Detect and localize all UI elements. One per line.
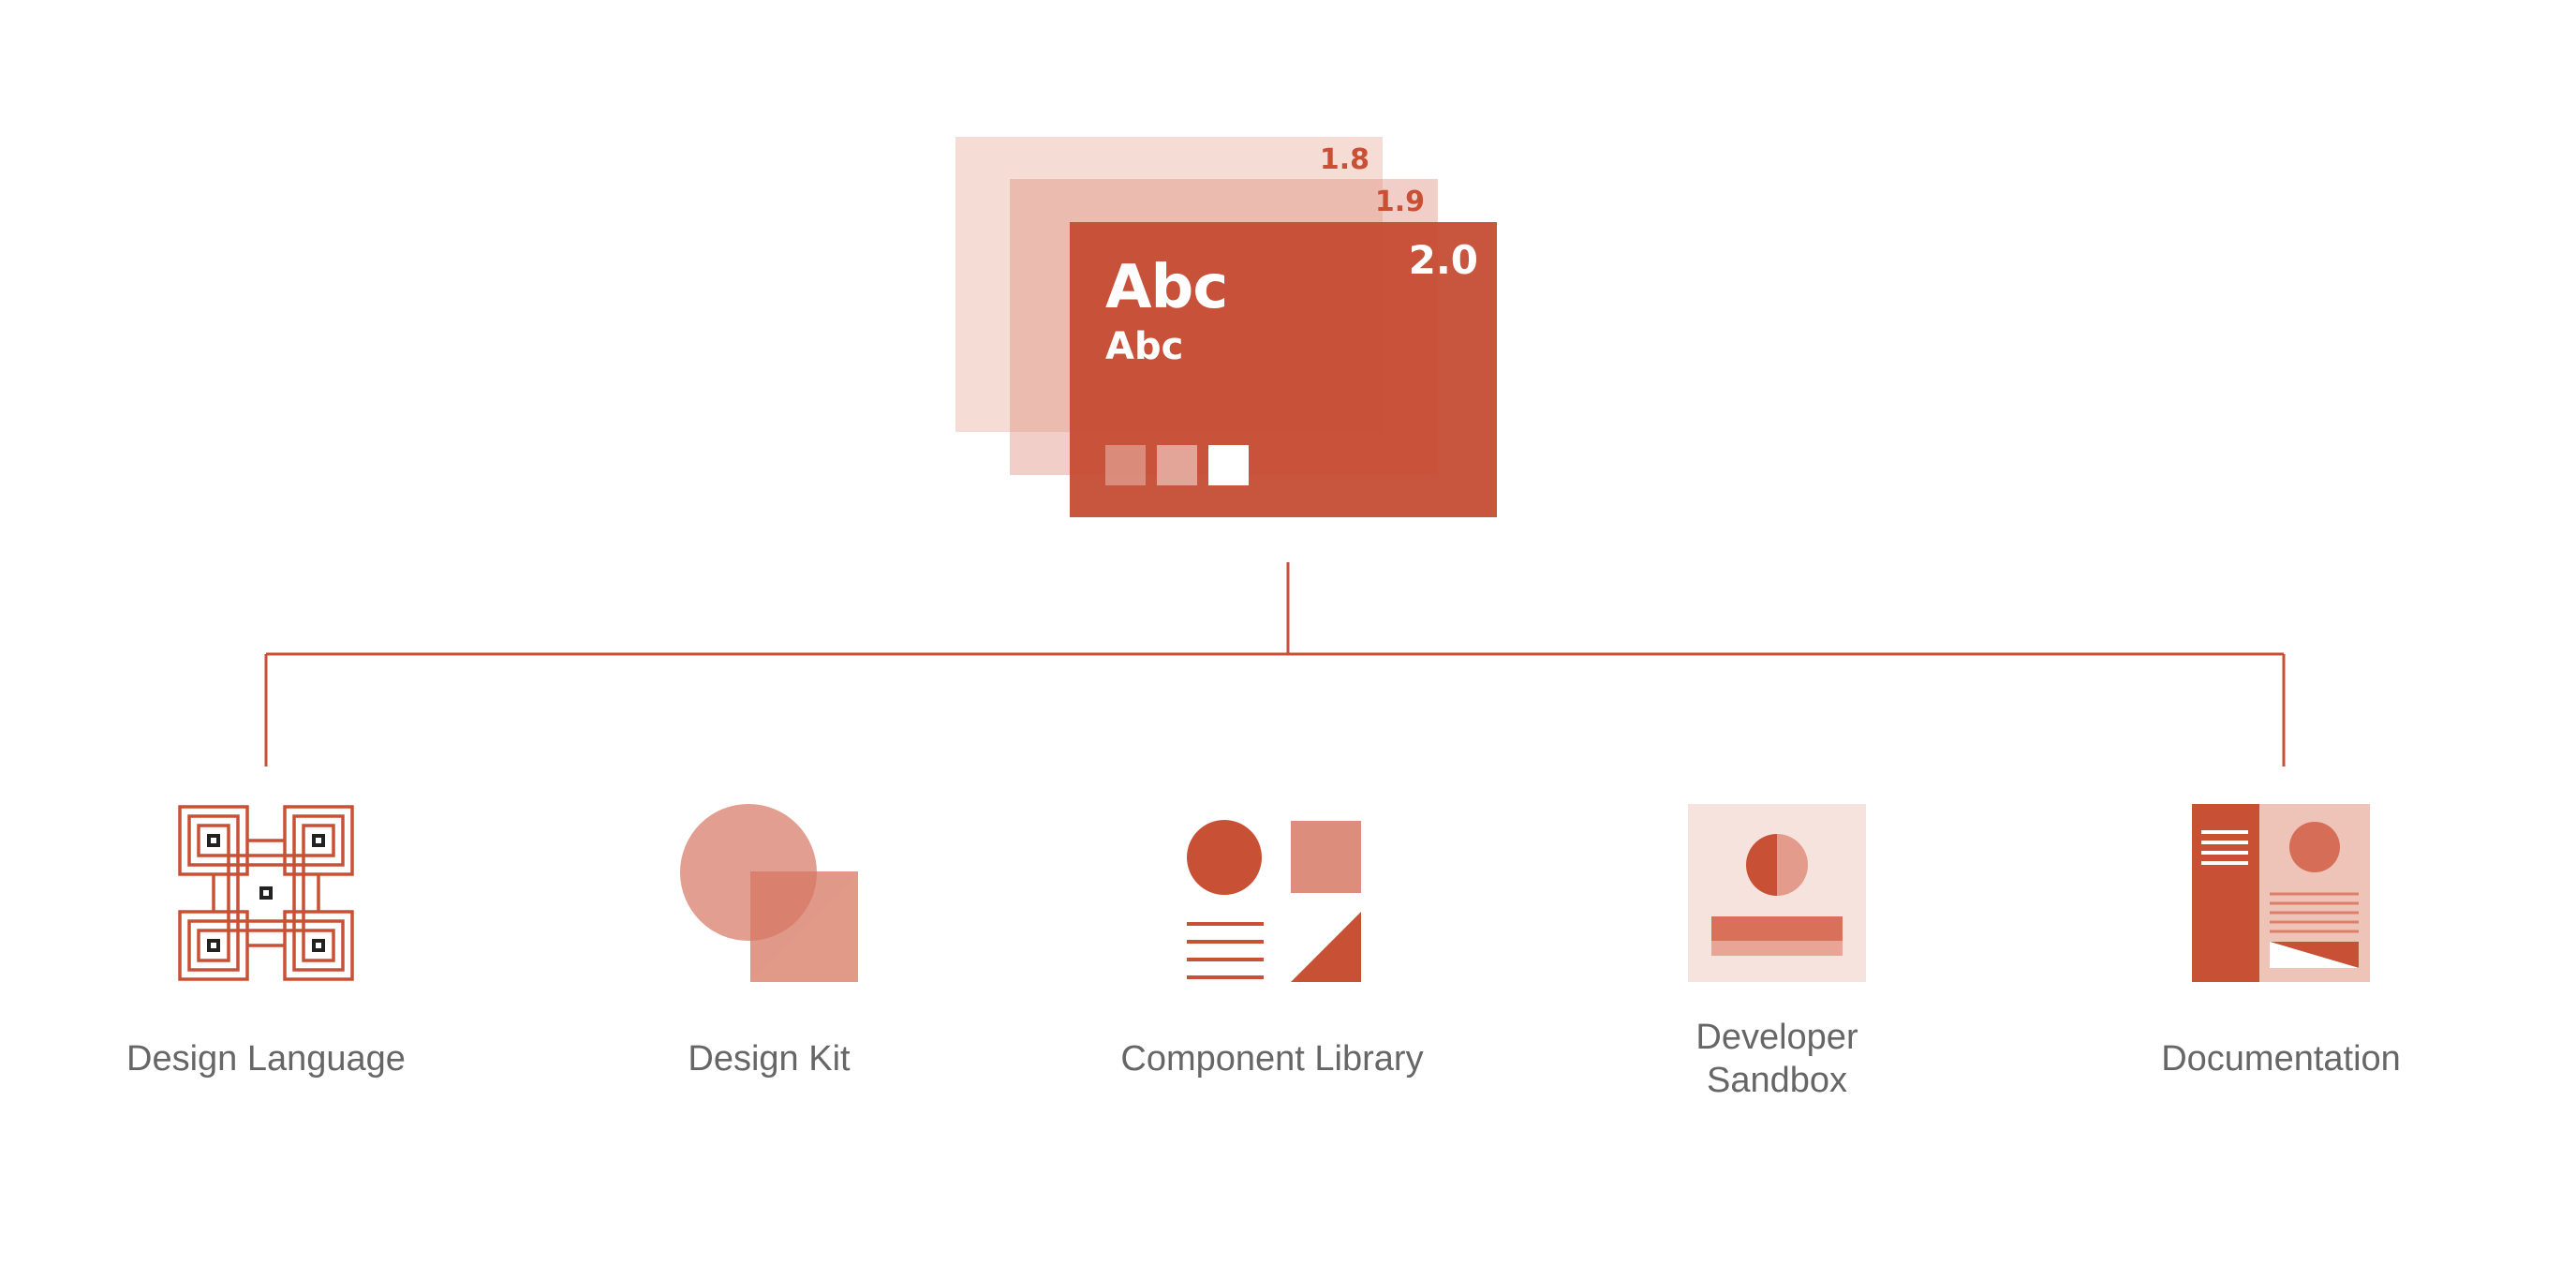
version-label: 1.9 xyxy=(1374,186,1425,218)
node-label: Design Language xyxy=(126,1039,406,1079)
developer-sandbox-icon xyxy=(1688,804,1866,982)
node-label: Documentation xyxy=(2161,1039,2401,1079)
component-library-icon xyxy=(1183,804,1361,982)
node-component-library: Component Library xyxy=(1061,804,1483,1124)
node-documentation: Documentation xyxy=(2070,804,2492,1124)
node-label: Design Kit xyxy=(688,1039,851,1079)
node-label-line: Sandbox xyxy=(1706,1061,1847,1100)
design-language-icon xyxy=(177,804,355,982)
version-label: 1.8 xyxy=(1319,143,1369,176)
node-label: Developer Sandbox xyxy=(1566,1016,1988,1102)
type-sample-large: Abc xyxy=(1105,253,1228,322)
node-developer-sandbox: Developer Sandbox xyxy=(1566,804,1988,1102)
documentation-icon xyxy=(2192,804,2370,982)
version-card-2-0: 2.0 Abc Abc xyxy=(1070,222,1497,517)
color-swatch-white xyxy=(1208,445,1249,485)
version-label: 2.0 xyxy=(1408,237,1478,283)
node-design-language: Design Language xyxy=(55,804,477,1124)
type-sample-small: Abc xyxy=(1105,325,1184,368)
color-swatch-light xyxy=(1105,445,1146,485)
node-label-line: Developer xyxy=(1695,1018,1858,1057)
color-swatch-medium xyxy=(1157,445,1197,485)
design-kit-icon xyxy=(680,804,858,982)
node-label: Component Library xyxy=(1120,1039,1424,1079)
node-design-kit: Design Kit xyxy=(558,804,980,1124)
